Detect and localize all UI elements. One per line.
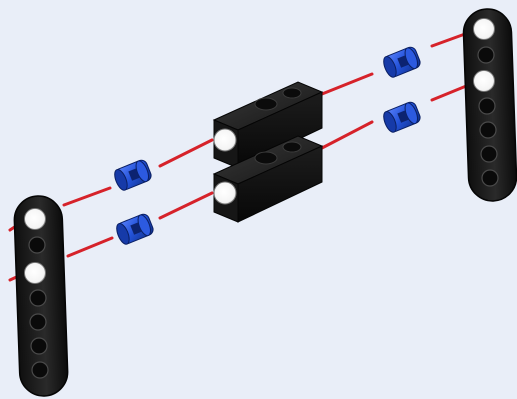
beam-hole-dark bbox=[31, 361, 49, 379]
beam-hole-2 bbox=[24, 262, 46, 284]
beam-hole-dark bbox=[477, 46, 495, 64]
lower-center-block bbox=[212, 135, 324, 223]
beam-hole-1 bbox=[24, 208, 46, 230]
beam-holes-dark bbox=[28, 236, 49, 379]
axle-line-upper-c bbox=[158, 138, 214, 168]
axle-line-lower-d bbox=[320, 120, 374, 150]
brick-axle-hole bbox=[213, 128, 237, 152]
beam-hole-dark bbox=[480, 145, 498, 163]
beam-hole-dark bbox=[29, 289, 47, 307]
bushing-icon bbox=[383, 46, 421, 78]
brick-stud-hole bbox=[254, 151, 278, 165]
axle-line-upper-d bbox=[320, 72, 374, 96]
upper-center-block bbox=[212, 81, 324, 169]
beam-hole-dark bbox=[479, 121, 497, 139]
beam-hole-2 bbox=[473, 70, 495, 92]
beam-hole-dark bbox=[478, 97, 496, 115]
brick-axle-hole bbox=[213, 181, 237, 205]
bushings bbox=[114, 46, 421, 245]
right-upright-beam bbox=[462, 8, 517, 202]
beam-hole-dark bbox=[30, 337, 48, 355]
brick-stud-hole bbox=[282, 141, 302, 153]
axle-line-lower-c bbox=[158, 191, 214, 220]
beam-hole-dark bbox=[28, 236, 46, 254]
beam-holes-dark bbox=[477, 46, 499, 187]
brick-stud-hole bbox=[254, 97, 278, 111]
bushing-icon bbox=[114, 159, 152, 191]
brick-stud-hole bbox=[282, 87, 302, 99]
axle-line-upper-b bbox=[62, 186, 112, 207]
bushing-icon bbox=[116, 213, 154, 245]
axle-line-lower-b bbox=[66, 236, 114, 258]
beam-hole-1 bbox=[473, 18, 495, 40]
left-upright-beam bbox=[13, 195, 69, 397]
beam-hole-dark bbox=[481, 169, 499, 187]
bushing-icon bbox=[383, 101, 421, 133]
beam-hole-dark bbox=[29, 313, 47, 331]
